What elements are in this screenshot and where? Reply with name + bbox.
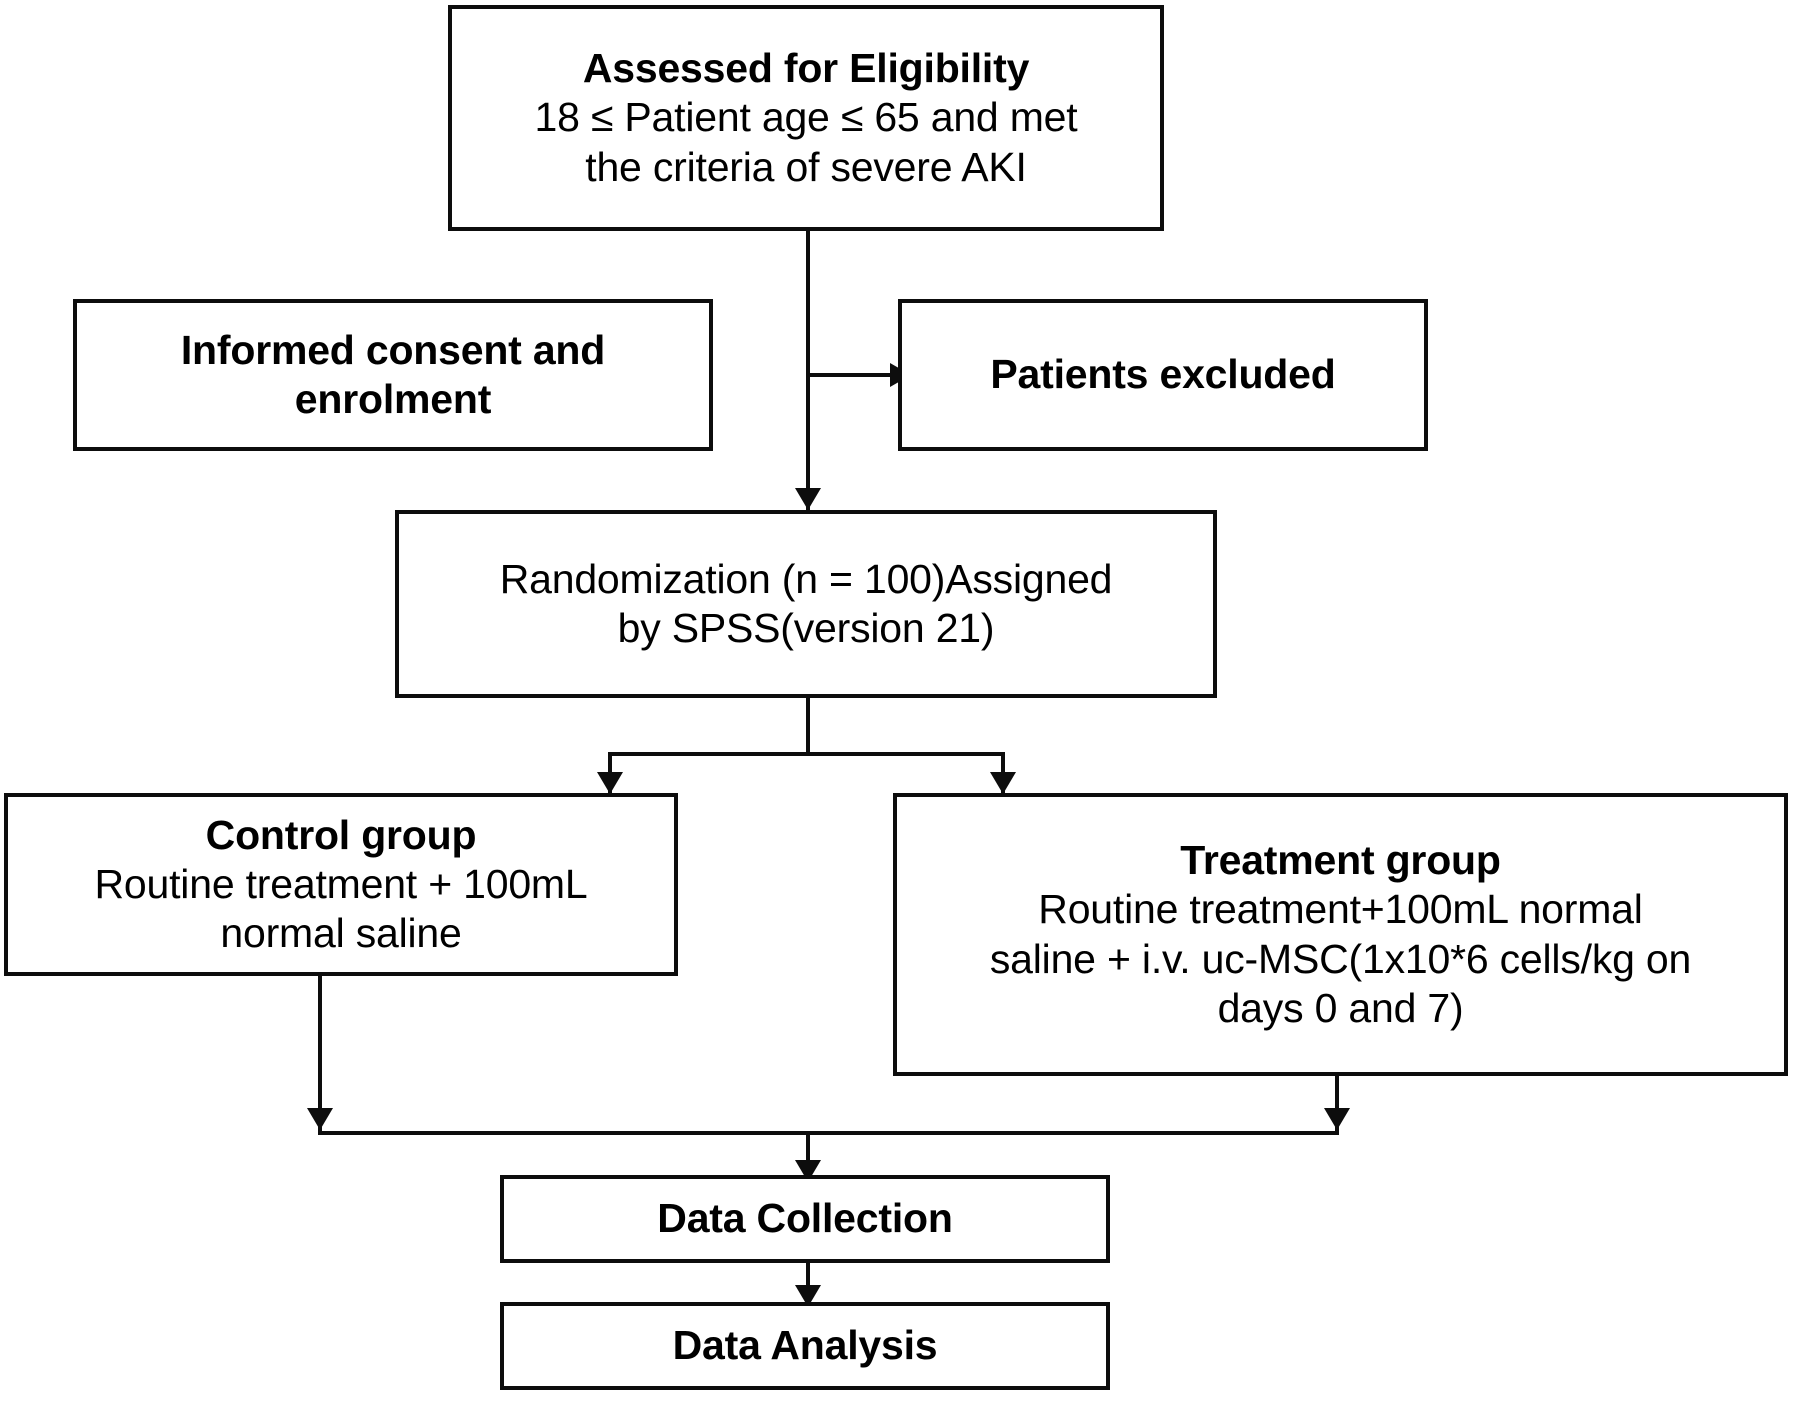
node-control-group[interactable]: Control group Routine treatment + 100mL … (4, 793, 678, 976)
edge-randomization-bus (608, 752, 1005, 756)
edge-merge-to-collection (806, 1131, 810, 1175)
edge-treatment-arrowhead (990, 772, 1016, 794)
node-data-collection[interactable]: Data Collection (500, 1175, 1110, 1263)
randomization-line-1: Randomization (n = 100)Assigned (499, 555, 1113, 602)
consent-heading-line-2: enrolment (294, 376, 492, 422)
eligibility-line-1: 18 ≤ Patient age ≤ 65 and met (534, 94, 1078, 141)
control-group-heading: Control group (205, 811, 477, 858)
eligibility-heading: Assessed for Eligibility (582, 45, 1030, 92)
edge-treatment-merge-arrowhead (1324, 1108, 1350, 1130)
data-analysis-heading: Data Analysis (672, 1322, 938, 1369)
edge-control-merge-arrowhead (307, 1108, 333, 1130)
treatment-group-line-1: Routine treatment+100mL normal (1038, 886, 1643, 933)
node-randomization[interactable]: Randomization (n = 100)Assigned by SPSS(… (395, 510, 1217, 698)
treatment-group-line-3: days 0 and 7) (1217, 984, 1464, 1031)
edge-randomization-arrowhead (795, 488, 821, 510)
treatment-group-line-2: saline + i.v. uc-MSC(1x10*6 cells/kg on (989, 935, 1692, 982)
edge-control-arrowhead (597, 772, 623, 794)
patients-excluded-heading: Patients excluded (990, 351, 1336, 398)
node-patients-excluded[interactable]: Patients excluded (898, 299, 1428, 451)
eligibility-line-2: the criteria of severe AKI (585, 143, 1027, 190)
node-treatment-group[interactable]: Treatment group Routine treatment+100mL … (893, 793, 1788, 1076)
edge-control-down (318, 975, 322, 1133)
randomization-line-2: by SPSS(version 21) (617, 605, 995, 651)
node-assessed-for-eligibility[interactable]: Assessed for Eligibility 18 ≤ Patient ag… (448, 5, 1164, 231)
edge-merge-bus (318, 1131, 1339, 1135)
edge-eligibility-to-excluded (806, 373, 898, 377)
edge-collection-to-analysis (806, 1262, 810, 1302)
edge-randomization-trunk (806, 697, 810, 754)
treatment-group-heading: Treatment group (1180, 837, 1501, 884)
data-collection-heading: Data Collection (657, 1195, 953, 1242)
edge-analysis-arrowhead (795, 1285, 821, 1307)
consent-heading-line-1: Informed consent and (180, 326, 606, 373)
edge-treatment-down (1335, 1075, 1339, 1133)
edge-eligibility-trunk (806, 230, 810, 510)
control-group-line-1: Routine treatment + 100mL (94, 860, 588, 907)
control-group-line-2: normal saline (220, 910, 462, 957)
node-data-analysis[interactable]: Data Analysis (500, 1302, 1110, 1390)
node-informed-consent-and-enrolment[interactable]: Informed consent and enrolment (73, 299, 713, 451)
